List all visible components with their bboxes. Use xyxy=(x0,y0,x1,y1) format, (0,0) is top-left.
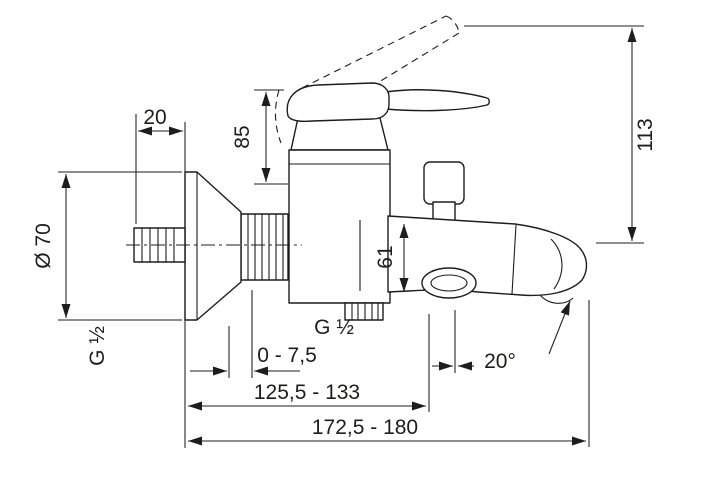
valve-body xyxy=(288,149,391,304)
aerator-joint-line xyxy=(511,224,517,295)
handle-swing-line xyxy=(301,15,447,89)
aerator xyxy=(550,238,563,290)
handle-swing-arc xyxy=(274,89,282,144)
handle-lever-tip xyxy=(385,89,490,112)
dim-escutcheon-diameter-label: Ø 70 xyxy=(32,223,55,269)
dim-total-depth-range: 172,5 - 180 xyxy=(188,300,590,447)
spout xyxy=(387,215,588,297)
dim-escutcheon-diameter: Ø 70 xyxy=(32,171,182,321)
dim-nipple-projection-label: 20 xyxy=(143,106,166,129)
dim-nipple-projection: 20 xyxy=(135,106,183,224)
dim-spout-height: 61 xyxy=(374,224,409,292)
thread-label-left: G ½ xyxy=(86,326,109,366)
hatch-lines xyxy=(247,214,284,280)
check-valve-knob xyxy=(421,267,477,299)
dim-spout-angle-label: 20° xyxy=(484,350,516,373)
dim-spout-height-label: 61 xyxy=(374,245,397,268)
handle-lever-grip xyxy=(286,82,390,123)
diverter-knob xyxy=(423,161,465,205)
dim-depth-range-label: 125,5 - 133 xyxy=(254,381,360,404)
dim-union-adjust: 0 - 7,5 xyxy=(190,290,317,378)
aerator-outlet-lip xyxy=(539,294,574,304)
dim-spout-angle: 20° xyxy=(432,300,571,373)
bottom-outlet-threads xyxy=(344,302,384,321)
dim-handle-height: 85 xyxy=(231,89,288,185)
s-union-threads xyxy=(240,213,289,281)
faucet xyxy=(126,82,588,321)
cartridge-cap xyxy=(290,117,389,151)
dim-total-height: 113 xyxy=(464,25,657,244)
handle-tip-dashed xyxy=(445,15,460,34)
thread-label-center: G ½ xyxy=(314,316,354,339)
dim-total-depth-range-label: 172,5 - 180 xyxy=(312,416,418,439)
hatch-lines xyxy=(351,303,379,320)
dim-depth-range: 125,5 - 133 xyxy=(188,314,430,412)
dimensions: 20 85 113 Ø 70 G ½ 61 xyxy=(32,25,657,448)
dim-total-height-label: 113 xyxy=(634,118,657,151)
check-valve-knob-inner xyxy=(430,274,468,292)
wall-escutcheon xyxy=(184,171,242,321)
dim-handle-height-label: 85 xyxy=(231,125,254,148)
dim-union-adjust-label: 0 - 7,5 xyxy=(257,344,317,367)
